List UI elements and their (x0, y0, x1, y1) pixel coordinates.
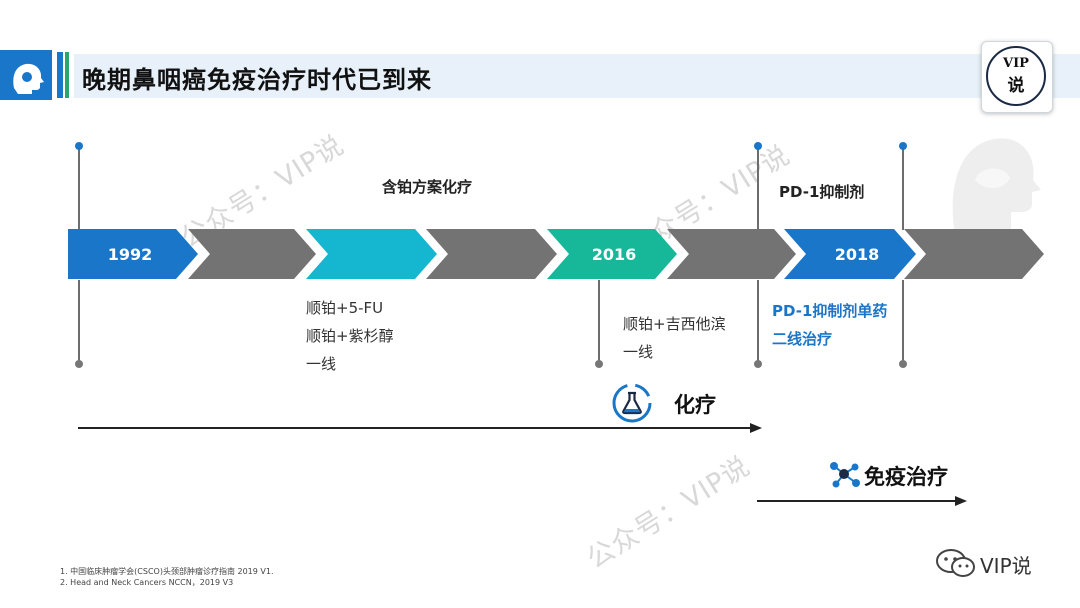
legend-chemo-label: 化疗 (674, 393, 716, 417)
timeline-dot (754, 142, 762, 150)
regimen-item: 一线 (623, 343, 654, 361)
regimen-item: 二线治疗 (772, 330, 833, 348)
era-label-pd1: PD-1抑制剂 (779, 183, 865, 201)
regimen-item: 顺铂+5-FU (306, 299, 384, 317)
timeline-connector (78, 146, 80, 230)
molecule-icon (828, 457, 862, 495)
regimen-item: 顺铂+紫杉醇 (306, 327, 394, 345)
footnote: 2. Head and Neck Cancers NCCN，2019 V3 (60, 578, 234, 587)
footnotes: 1. 中国临床肿瘤学会(CSCO)头颈部肿瘤诊疗指南 2019 V1. 2. H… (60, 566, 274, 588)
header-accent-bar (57, 52, 63, 98)
vip-logo: VIP 说 (981, 41, 1053, 113)
arrow-segment (426, 229, 557, 279)
timeline-connector (78, 280, 80, 364)
timeline-connector (902, 280, 904, 364)
vip-logo-line2: 说 (1007, 76, 1025, 96)
arrow-segment-2018 (784, 229, 916, 279)
arrow-segment-1992 (68, 229, 198, 279)
regimen-item: 一线 (306, 355, 337, 373)
head-silhouette-icon (935, 120, 1045, 244)
timeline-connector (757, 280, 759, 364)
timeline-dot (899, 360, 907, 368)
timeline-dot (75, 142, 83, 150)
arrow-segment (904, 229, 1044, 279)
era-label-chemo: 含铂方案化疗 (382, 178, 473, 196)
header-background (74, 54, 1080, 98)
arrow-segment (667, 229, 796, 279)
timeline-dot (595, 360, 603, 368)
timeline-connector (598, 280, 600, 364)
regimen-group: 顺铂+吉西他滨 一线 (623, 310, 726, 366)
year-label: 2018 (835, 245, 880, 264)
arrow-segment (306, 229, 437, 279)
wechat-icon (935, 548, 977, 582)
year-label: 1992 (108, 245, 153, 264)
legend-immuno-label: 免疫治疗 (864, 465, 948, 489)
head-profile-icon (0, 50, 52, 100)
timeline-connector (902, 146, 904, 230)
regimen-group: PD-1抑制剂单药 二线治疗 (772, 297, 887, 353)
flask-icon (611, 382, 653, 428)
regimen-item: PD-1抑制剂单药 (772, 302, 888, 320)
chemo-duration-arrow (78, 423, 762, 433)
arrow-segment (188, 229, 316, 279)
page-title: 晚期鼻咽癌免疫治疗时代已到来 (82, 66, 432, 94)
year-label: 2016 (592, 245, 637, 264)
timeline-dot (75, 360, 83, 368)
regimen-item: 顺铂+吉西他滨 (623, 315, 726, 333)
immuno-duration-arrow (757, 496, 967, 506)
footnote: 1. 中国临床肿瘤学会(CSCO)头颈部肿瘤诊疗指南 2019 V1. (60, 567, 274, 576)
brand-name: VIP说 (980, 554, 1032, 578)
timeline-dot (754, 360, 762, 368)
arrow-segment-2016 (547, 229, 677, 279)
header-accent-bar-green (65, 52, 69, 98)
regimen-group: 顺铂+5-FU 顺铂+紫杉醇 一线 (306, 294, 394, 378)
vip-logo-line1: VIP (1003, 56, 1029, 71)
timeline-connector (757, 146, 759, 230)
timeline-dot (899, 142, 907, 150)
